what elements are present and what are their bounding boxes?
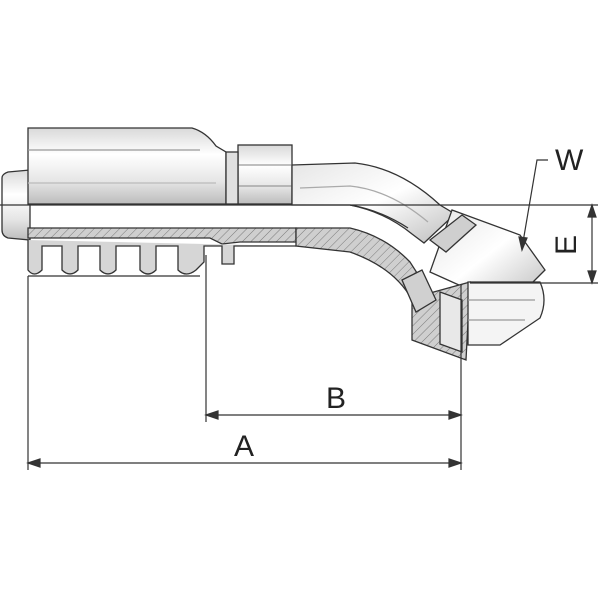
leader-w [521, 159, 548, 249]
label-a: A [234, 430, 254, 463]
hex-nut [237, 144, 293, 205]
label-e: E [550, 235, 583, 255]
fitting-body [0, 127, 546, 361]
ferrule-ridges [27, 240, 296, 275]
arrow-e-top [587, 203, 597, 218]
arrow-a-right [448, 458, 463, 468]
arrow-b-left [204, 410, 219, 420]
label-w: W [555, 144, 584, 177]
arrow-e-bottom [587, 270, 597, 285]
label-b: B [326, 382, 346, 415]
female-swivel-end [401, 209, 546, 361]
ferrule-upper [27, 127, 227, 205]
arrow-a-left [26, 458, 41, 468]
dimensions [26, 159, 598, 470]
ferrule-section [27, 227, 297, 245]
arrow-b-right [448, 410, 463, 420]
arrow-w [518, 236, 528, 252]
main-tube-band [0, 204, 409, 229]
